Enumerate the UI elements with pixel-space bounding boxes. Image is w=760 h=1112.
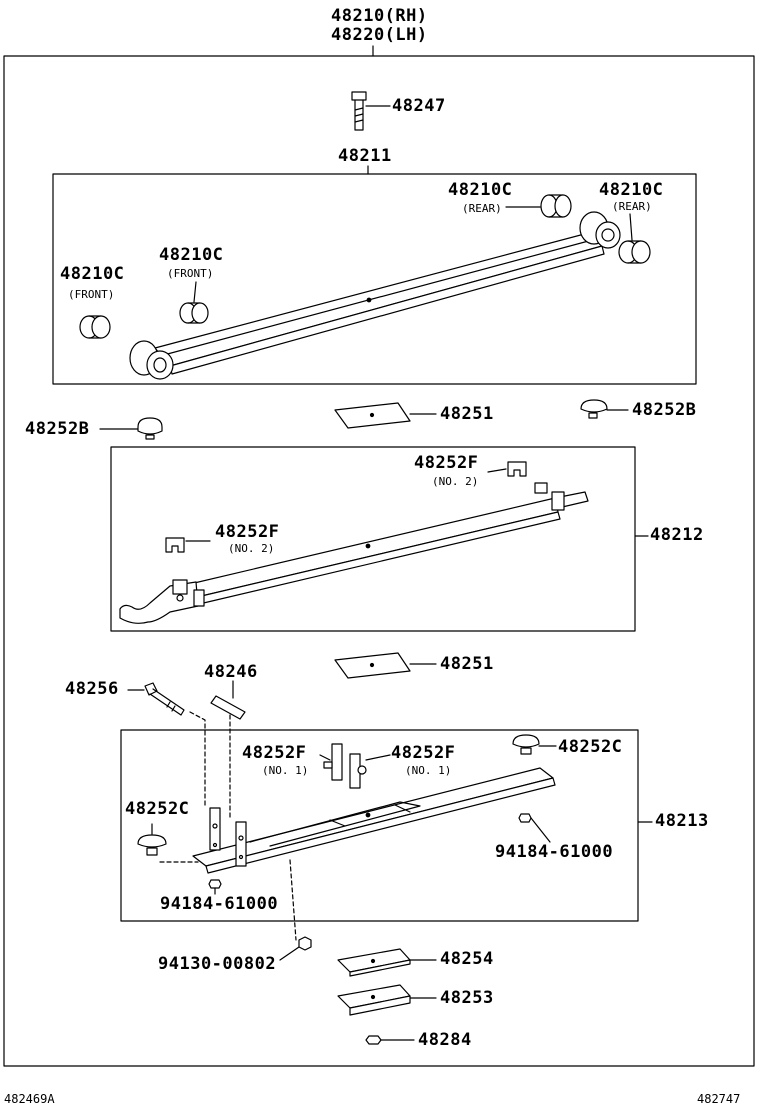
pin xyxy=(210,680,246,821)
leaf-spring-no3-box xyxy=(120,729,653,922)
label-leaf-no1: 48211 xyxy=(338,146,392,166)
footer-right-code: 482747 xyxy=(697,1092,741,1106)
leaf-spring-no1-box xyxy=(52,165,697,385)
label-liner-lower: 48251 xyxy=(440,654,494,674)
note-bush-front-right: (FRONT) xyxy=(167,267,214,280)
label-cushion-left: 48252C xyxy=(125,799,190,819)
label-bush-rear-left: 48210C xyxy=(448,180,513,200)
label-pin: 48246 xyxy=(204,662,258,682)
label-spacer-lower: 48253 xyxy=(440,988,494,1008)
nut-center xyxy=(279,936,312,961)
label-clip-no1-left: 48252F xyxy=(242,743,307,763)
outer-frame xyxy=(3,45,755,1067)
label-clip-no2-lower: 48252F xyxy=(215,522,280,542)
bumper-left xyxy=(99,417,163,440)
bushing-rear-right xyxy=(618,213,651,264)
spacer-48253 xyxy=(337,984,437,1016)
clip-no2-upper xyxy=(487,461,527,477)
label-bush-front-right: 48210C xyxy=(159,245,224,265)
bumper-right xyxy=(580,399,629,419)
bolt-48247 xyxy=(351,91,391,131)
label-nut-bottom: 48284 xyxy=(418,1030,472,1050)
leaf-no3 xyxy=(159,767,556,941)
label-bumper-right: 48252B xyxy=(632,400,697,420)
cushion-left xyxy=(137,823,167,856)
main-leaf-no1 xyxy=(129,211,621,380)
assembly-number-lh: 48220(LH) xyxy=(331,25,428,45)
note-clip-no1-left: (NO. 1) xyxy=(262,764,309,777)
label-leaf-no2: 48212 xyxy=(650,525,704,545)
note-clip-no2-lower: (NO. 2) xyxy=(228,542,275,555)
bushing-front-left xyxy=(79,315,111,339)
label-bumper-left: 48252B xyxy=(25,419,90,439)
leaf-no2 xyxy=(119,482,589,624)
label-cushion-right: 48252C xyxy=(558,737,623,757)
label-liner-upper: 48251 xyxy=(440,404,494,424)
assembly-number-rh: 48210(RH) xyxy=(331,6,428,26)
label-nut-right: 94184-61000 xyxy=(495,842,614,862)
label-center-bolt: 48256 xyxy=(65,679,119,699)
bushing-rear-left xyxy=(505,194,572,218)
note-bush-front-left: (FRONT) xyxy=(68,288,115,301)
liner-upper xyxy=(334,402,437,429)
note-clip-no2-upper: (NO. 2) xyxy=(432,475,479,488)
label-clip-no2-upper: 48252F xyxy=(414,453,479,473)
note-bush-rear-right: (REAR) xyxy=(612,200,652,213)
clip-no1-left xyxy=(319,743,343,781)
label-spacer-upper: 48254 xyxy=(440,949,494,969)
liner-lower xyxy=(334,652,437,679)
label-bush-rear-right: 48210C xyxy=(599,180,664,200)
spacer-48254 xyxy=(337,948,437,977)
clip-no2-lower xyxy=(165,537,211,553)
leaf-spring-no2-box xyxy=(110,446,649,632)
label-bolt: 48247 xyxy=(392,96,446,116)
note-bush-rear-left: (REAR) xyxy=(462,202,502,215)
label-nut-center: 94130-00802 xyxy=(158,954,277,974)
note-clip-no1-right: (NO. 1) xyxy=(405,764,452,777)
clip-no1-right xyxy=(349,753,391,789)
bushing-front-right xyxy=(179,281,209,324)
nut-left xyxy=(208,879,222,895)
nut-right xyxy=(518,813,551,843)
center-bolt xyxy=(127,682,206,809)
label-nut-left: 94184-61000 xyxy=(160,894,279,914)
label-clip-no1-right: 48252F xyxy=(391,743,456,763)
footer-left-code: 482469A xyxy=(4,1092,55,1106)
label-leaf-no3: 48213 xyxy=(655,811,709,831)
cushion-right xyxy=(512,734,557,755)
label-bush-front-left: 48210C xyxy=(60,264,125,284)
nut-48284 xyxy=(365,1035,415,1045)
